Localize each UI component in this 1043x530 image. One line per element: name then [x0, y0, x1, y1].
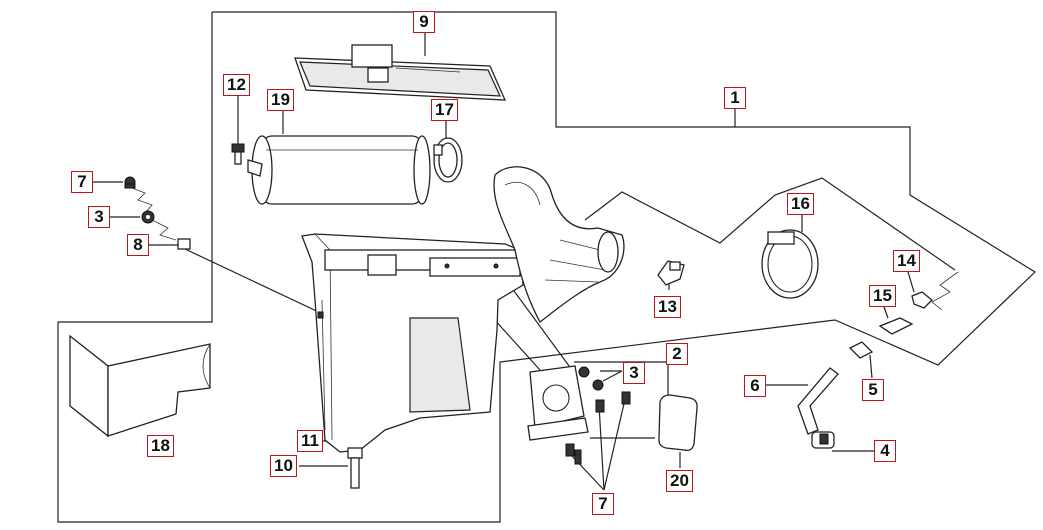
part-18-cover	[69, 334, 211, 438]
callout-18: 18	[147, 435, 174, 457]
part-12-screw	[231, 143, 263, 177]
part-8-nut	[177, 238, 191, 250]
callout-3-right: 3	[623, 362, 645, 384]
part-20-pad	[658, 394, 698, 452]
hose-region-outline	[584, 177, 956, 271]
callout-7-left: 7	[71, 171, 93, 193]
callout-6: 6	[744, 375, 766, 397]
callout-1: 1	[724, 87, 746, 109]
callout-8: 8	[127, 234, 149, 256]
part-5-clip	[848, 341, 874, 359]
part-10-11-drain	[347, 447, 363, 489]
part-6-tube	[797, 367, 839, 435]
callout-4: 4	[874, 440, 896, 462]
callout-11: 11	[297, 430, 323, 452]
callout-7-bottom: 7	[592, 493, 614, 515]
callout-9: 9	[413, 11, 435, 33]
callout-13: 13	[654, 296, 681, 318]
callout-20: 20	[666, 470, 693, 492]
part-4-fitting	[811, 431, 835, 449]
callout-10: 10	[270, 455, 297, 477]
callout-5: 5	[862, 379, 884, 401]
part-7-bolts-right	[565, 391, 631, 465]
part-15-clip	[878, 317, 914, 335]
part-7-bolt-left	[124, 176, 136, 189]
part-3-washers-right	[578, 366, 604, 391]
callout-17: 17	[431, 99, 458, 121]
callout-14: 14	[893, 250, 920, 272]
part-16-hose-clamp	[761, 229, 819, 299]
part-14-clip	[911, 291, 933, 309]
part-3-washer-left	[141, 210, 155, 224]
part-2-bracket	[527, 365, 589, 441]
callout-19: 19	[267, 89, 294, 111]
part-13-clip	[657, 260, 685, 286]
callout-3-left: 3	[88, 206, 110, 228]
assembly-outline	[57, 11, 1036, 523]
part-19-air-filter	[251, 135, 431, 205]
callout-15: 15	[869, 285, 896, 307]
part-9-lid	[294, 44, 507, 101]
callout-2: 2	[666, 343, 688, 365]
intake-duct	[493, 166, 625, 323]
callout-12: 12	[223, 74, 250, 96]
part-17-clamp	[433, 137, 463, 183]
callout-16: 16	[787, 193, 814, 215]
air-box-body	[301, 233, 524, 453]
